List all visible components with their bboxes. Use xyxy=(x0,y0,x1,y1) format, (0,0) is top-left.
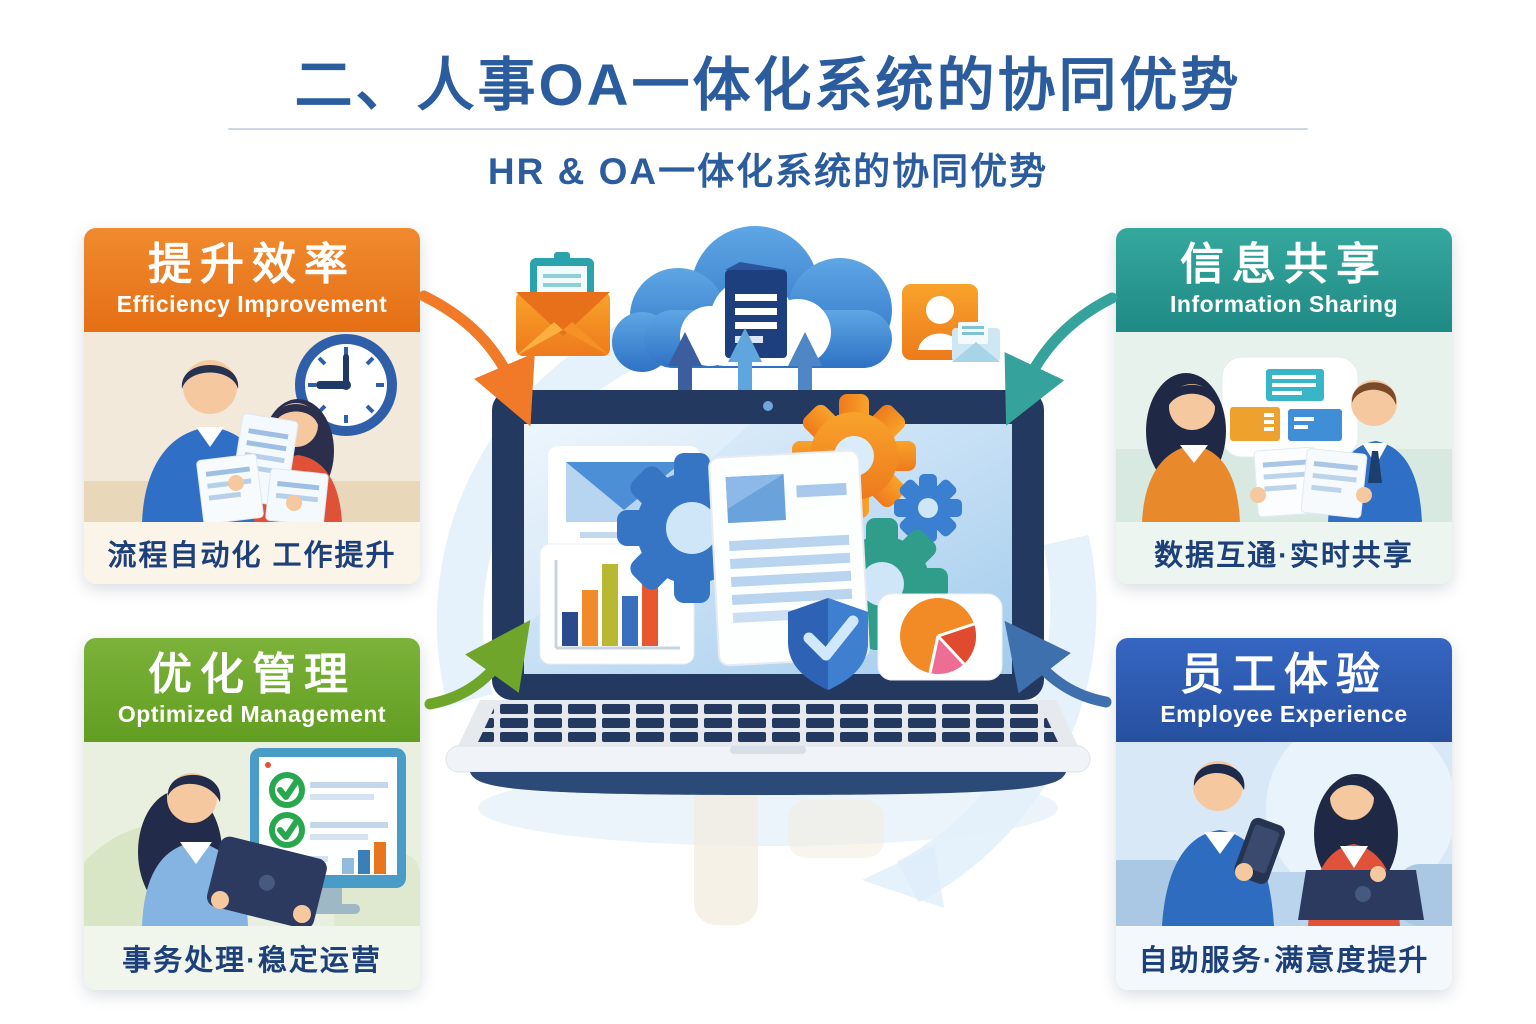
gear-icon-orange xyxy=(792,394,916,518)
card-information-sharing: 信息共享 Information Sharing xyxy=(1116,228,1452,584)
contact-card-icon xyxy=(902,284,1000,362)
card-efficiency-illustration xyxy=(84,332,420,522)
card-management-header: 优化管理 Optimized Management xyxy=(84,638,420,742)
card-efficiency-header: 提升效率 Efficiency Improvement xyxy=(84,228,420,332)
woman-checklist-monitor-illustration xyxy=(84,742,420,926)
webcam-icon xyxy=(763,401,773,411)
page-title: 二、人事OA一体化系统的协同优势 xyxy=(294,53,1242,118)
arrow-efficiency-to-center xyxy=(418,290,535,427)
card-employee-experience: 员工体验 Employee Experience xyxy=(1116,638,1452,990)
email-attachment-icon xyxy=(516,252,610,356)
card-infosharing-title-cn: 信息共享 xyxy=(1180,239,1388,289)
woman-orange-jacket xyxy=(1142,373,1240,522)
card-management-illustration xyxy=(84,742,420,926)
central-system-graphic xyxy=(445,226,1091,795)
arrow-experience-to-center xyxy=(1004,620,1112,708)
colleagues-documents-clock-illustration xyxy=(84,332,420,522)
bar-chart-icon xyxy=(539,543,695,665)
card-management-caption: 事务处理·稳定运营 xyxy=(84,926,420,990)
card-experience-illustration xyxy=(1116,742,1452,926)
woman-with-laptop xyxy=(138,773,327,926)
man-phone-woman-laptop-illustration xyxy=(1116,742,1452,926)
mini-envelope-icon xyxy=(952,322,1000,362)
card-management-title-cn: 优化管理 xyxy=(148,649,356,699)
pie-chart-icon xyxy=(877,593,1003,681)
card-infosharing-title-en: Information Sharing xyxy=(1170,291,1398,318)
card-efficiency-title-en: Efficiency Improvement xyxy=(116,291,388,318)
handheld-laptop-icon xyxy=(206,836,327,926)
woman-with-laptop xyxy=(1298,774,1424,926)
card-efficiency-caption: 流程自动化 工作提升 xyxy=(84,522,420,584)
card-experience-title-en: Employee Experience xyxy=(1160,701,1408,728)
card-efficiency-improvement: 提升效率 Efficiency Improvement xyxy=(84,228,420,584)
card-infosharing-caption: 数据互通·实时共享 xyxy=(1116,522,1452,584)
title-divider xyxy=(228,128,1308,130)
email-window-icon xyxy=(548,446,700,560)
laptop xyxy=(445,390,1091,795)
document-icon xyxy=(708,449,870,667)
card-optimized-management: 优化管理 Optimized Management xyxy=(84,638,420,990)
clipboard-icon xyxy=(530,252,594,318)
card-experience-header: 员工体验 Employee Experience xyxy=(1116,638,1452,742)
documents-icon xyxy=(196,413,329,522)
clock-icon xyxy=(295,334,397,436)
card-experience-title-cn: 员工体验 xyxy=(1180,649,1388,699)
man-with-phone xyxy=(1162,761,1285,926)
cloud-icon xyxy=(612,226,892,372)
laptop-base xyxy=(445,745,1091,795)
document-sync-icon xyxy=(725,262,787,358)
arrow-management-to-center xyxy=(424,619,531,710)
card-infosharing-header: 信息共享 Information Sharing xyxy=(1116,228,1452,332)
gear-icon-teal xyxy=(816,518,948,650)
upload-arrow-icon xyxy=(668,328,822,392)
card-efficiency-title-cn: 提升效率 xyxy=(148,239,356,289)
card-experience-caption: 自助服务·满意度提升 xyxy=(1116,926,1452,990)
gear-icon-blue-small xyxy=(894,474,962,542)
gear-icon-blue-large xyxy=(617,453,767,603)
shared-documents-icon xyxy=(1250,446,1372,519)
chat-bubble-icon xyxy=(1221,356,1359,481)
page-subtitle: HR & OA一体化系统的协同优势 xyxy=(487,151,1049,192)
shield-check-icon xyxy=(788,598,868,690)
card-infosharing-illustration xyxy=(1116,332,1452,522)
arrow-infosharing-to-center xyxy=(1004,292,1118,426)
keyboard xyxy=(458,700,1078,746)
card-management-title-en: Optimized Management xyxy=(117,701,387,728)
colleagues-chat-bubble-illustration xyxy=(1116,332,1452,522)
